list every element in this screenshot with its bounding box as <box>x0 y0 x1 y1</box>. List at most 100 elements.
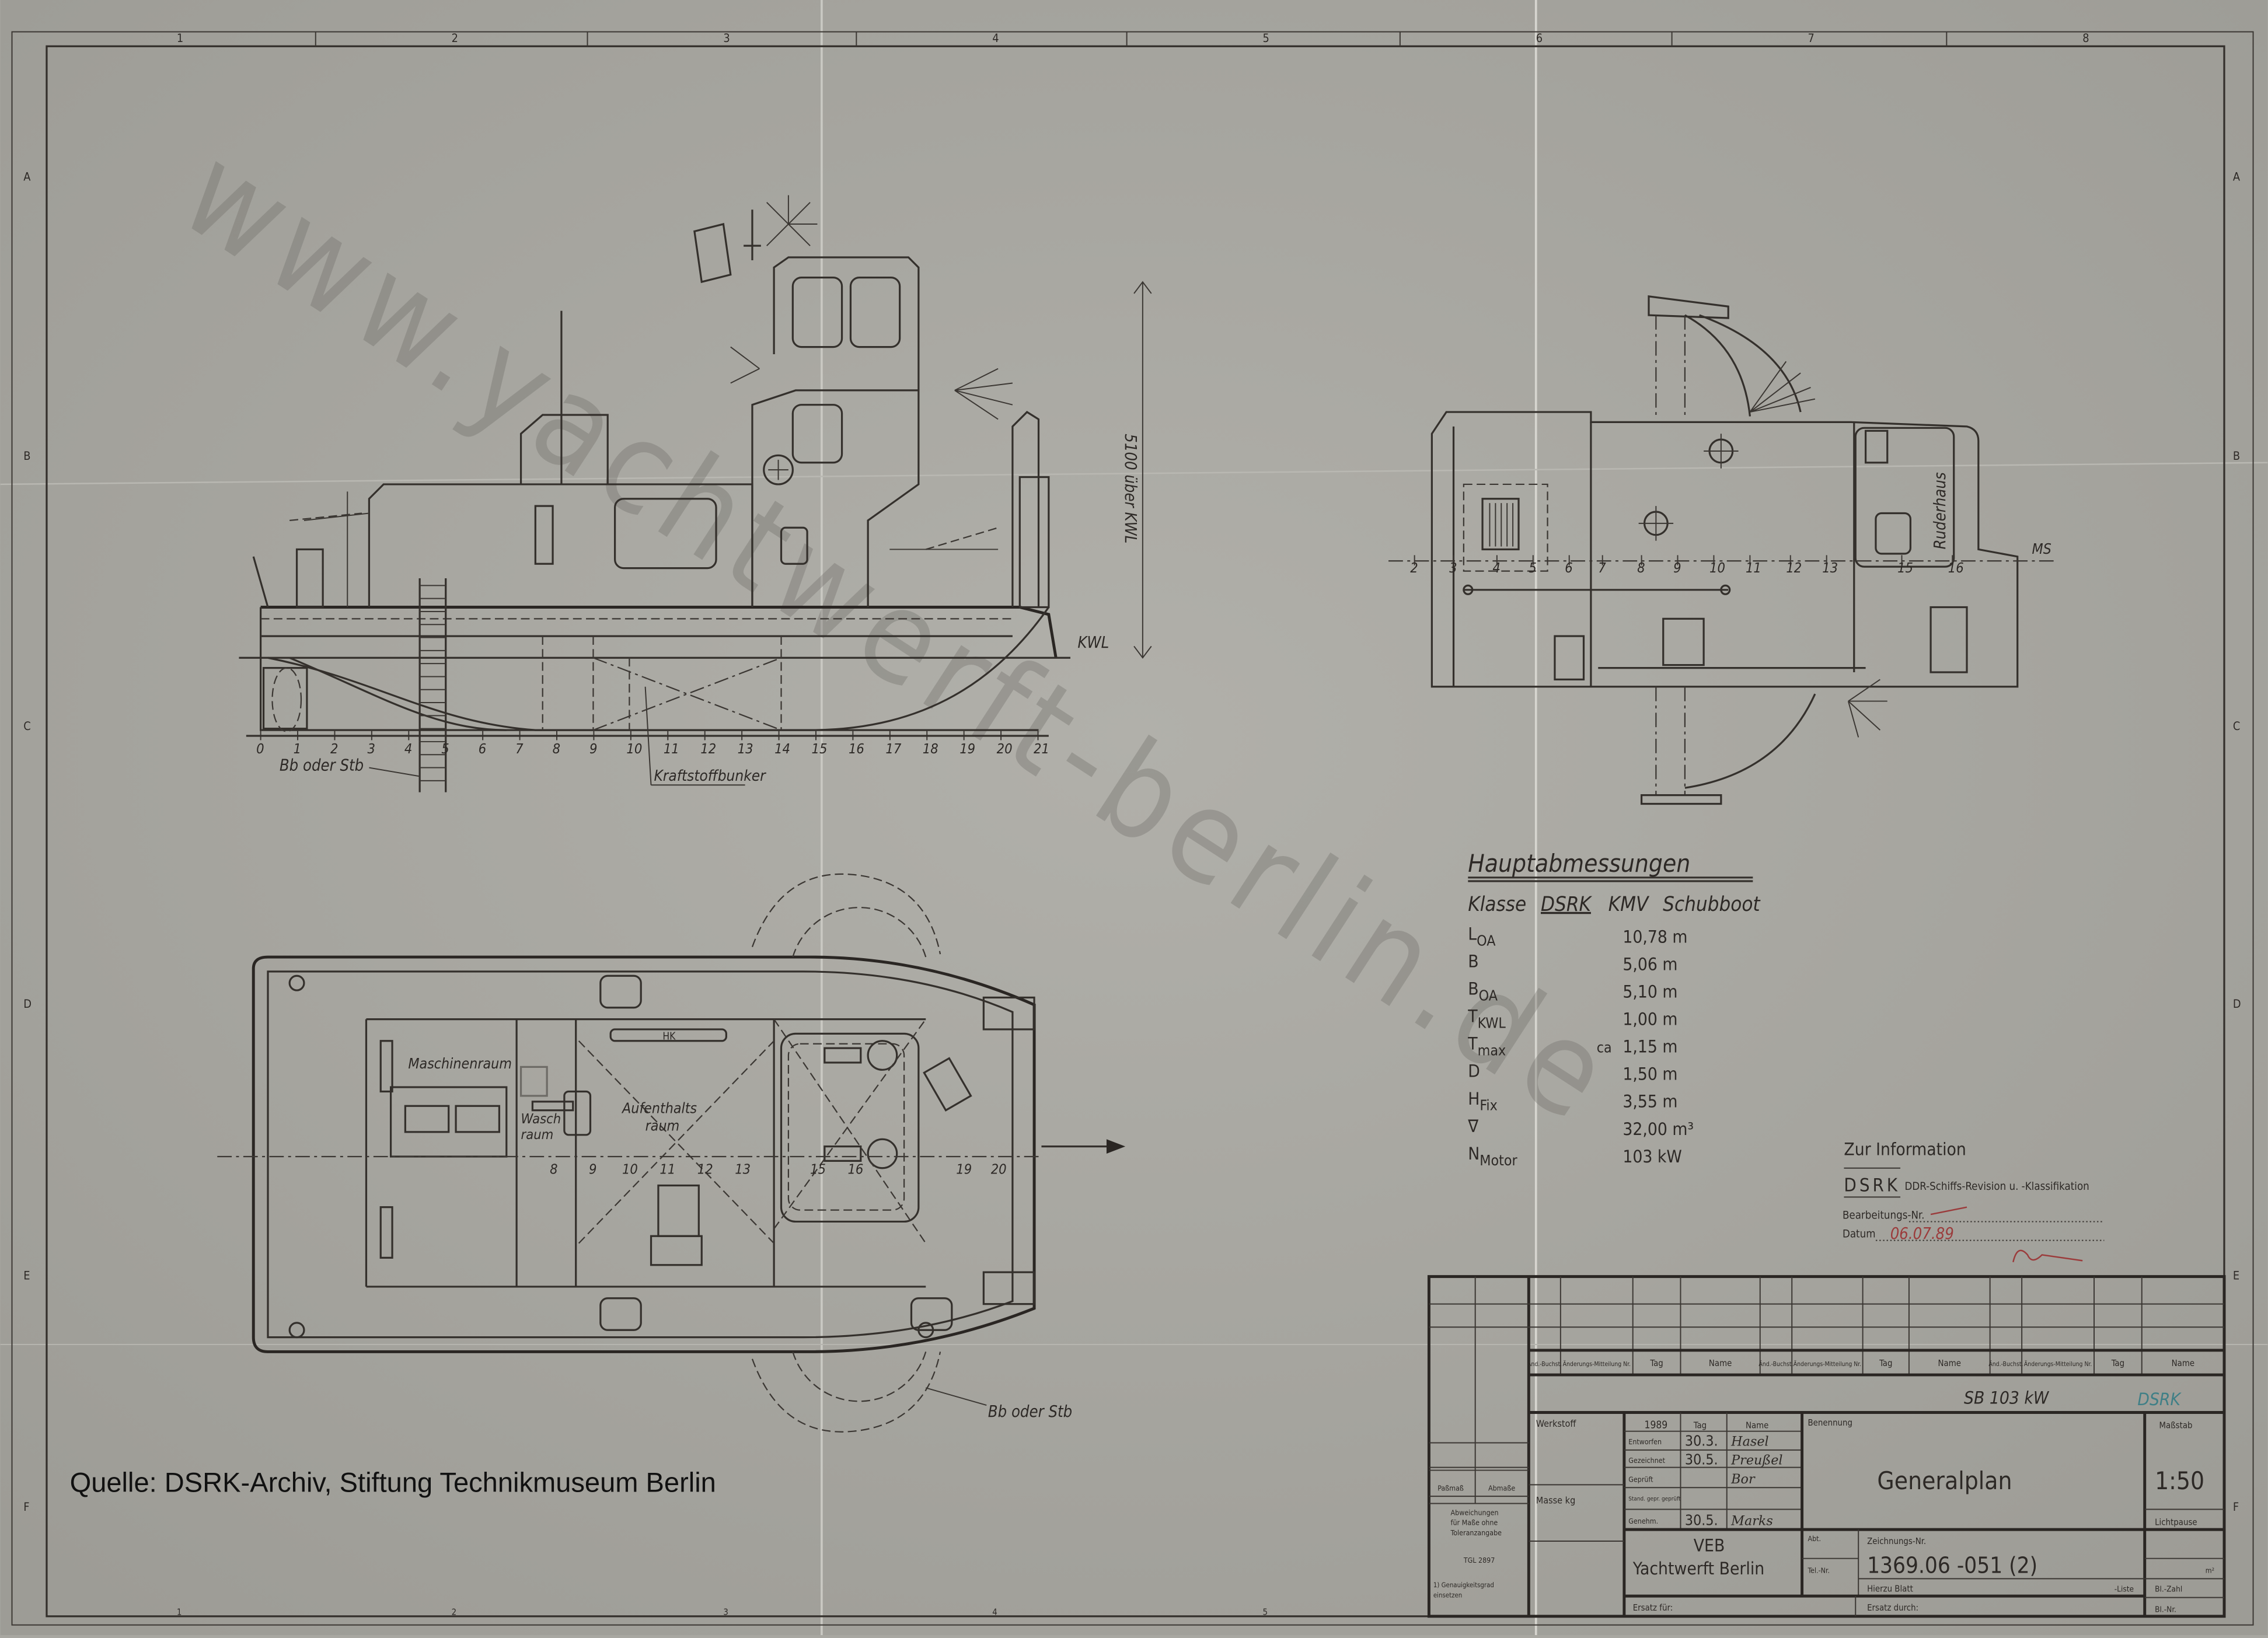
scale-label: Maßstab <box>2159 1420 2193 1431</box>
revision-header: Name <box>1938 1358 1961 1368</box>
revision-header: Änderungs-Mitteilung Nr. <box>1794 1360 1861 1368</box>
approval-step-day: 30.5. <box>1685 1451 1718 1468</box>
day-header: Tag <box>1693 1420 1707 1431</box>
name-header: Name <box>1746 1420 1768 1431</box>
row-marker-right: D <box>2233 997 2241 1011</box>
end-frame-number: 2 <box>1410 560 1418 576</box>
side-frame-number: 12 <box>700 741 716 757</box>
heater-label: HK <box>662 1031 676 1042</box>
side-frame-number: 2 <box>330 741 338 757</box>
plan-frame-number: 13 <box>735 1161 751 1178</box>
standard: TGL 2897 <box>1463 1556 1495 1564</box>
vessel-type: Schubboot <box>1663 893 1761 916</box>
replaces-label: Ersatz für: <box>1633 1602 1673 1613</box>
plan-frame-number: 16 <box>847 1161 863 1178</box>
signal-mast <box>744 209 761 260</box>
end-frame-number: 5 <box>1529 560 1536 576</box>
info-org: DSRK <box>1844 1175 1900 1196</box>
end-frame-number: 16 <box>1948 560 1964 576</box>
dimension-symbol: TKWL <box>1467 1007 1506 1032</box>
column-marker: 6 <box>1536 32 1543 45</box>
material-label: Werkstoff <box>1536 1418 1577 1429</box>
row-marker-left: C <box>23 720 30 733</box>
info-org-full: DDR-Schiffs-Revision u. -Klassifikation <box>1904 1181 2089 1193</box>
deck-outline <box>252 955 1036 1353</box>
main-dimensions-title: Hauptabmessungen <box>1468 849 1690 878</box>
main-dimensions: Hauptabmessungen Klasse DSRK KMV Schubbo… <box>1467 849 1761 1169</box>
side-frame-number: 15 <box>812 741 828 757</box>
replaced-by-label: Ersatz durch: <box>1867 1602 1918 1613</box>
side-frame-number: 18 <box>923 741 938 757</box>
column-marker: 7 <box>1808 32 1814 45</box>
side-frame-number: 4 <box>404 741 412 757</box>
plan-frame-number: 11 <box>660 1161 675 1178</box>
tolerance-1: Abweichungen <box>1451 1508 1499 1517</box>
signature-mark <box>2012 1249 2083 1263</box>
sheet-outer-border <box>11 31 2254 1626</box>
light-rays <box>730 195 1013 420</box>
dimension-row: ∇32,00 m³ <box>1467 1116 1694 1140</box>
revision-header: Änd.-Buchst. <box>1758 1360 1793 1368</box>
revision-header: Tag <box>2111 1358 2124 1368</box>
revision-header: Änderungs-Mitteilung Nr. <box>1563 1360 1631 1368</box>
dsrk-mark: DSRK <box>2137 1389 2182 1410</box>
plan-side-callout: Bb oder Stb <box>988 1403 1072 1421</box>
end-frame-number: 6 <box>1565 560 1572 576</box>
date-value: 06.07.89 <box>1890 1225 1954 1243</box>
approval-step-signature: Marks <box>1730 1514 1773 1529</box>
approval-step-signature: Hasel <box>1730 1434 1768 1449</box>
side-frame-number: 21 <box>1034 741 1049 757</box>
side-frame-number: 17 <box>885 741 901 757</box>
plan-frame-number: 9 <box>589 1161 596 1178</box>
side-frame-number: 8 <box>553 741 560 757</box>
side-frame-number: 11 <box>664 741 679 757</box>
fit-label: Paßmaß <box>1437 1484 1464 1492</box>
year: 1989 <box>1645 1420 1668 1431</box>
dept-label: Abt. <box>1808 1535 1821 1543</box>
bottom-column-marker: 2 <box>452 1606 457 1617</box>
towing-winch-area <box>780 1032 920 1223</box>
approval-step-signature: Preußel <box>1730 1453 1782 1468</box>
info-title: Zur Information <box>1844 1139 1966 1159</box>
approval-step-label: Gezeichnet <box>1628 1457 1665 1465</box>
blueprint-label: Lichtpause <box>2155 1517 2197 1528</box>
boarding-ladder <box>418 578 447 792</box>
side-frame-number: 5 <box>441 741 449 757</box>
dimension-value: 1,50 m <box>1623 1064 1677 1085</box>
column-marker: 8 <box>2082 32 2089 45</box>
dimension-symbol: NMotor <box>1468 1144 1517 1169</box>
sheet-count-label: Bl.-Zahl <box>2155 1585 2182 1594</box>
approval-step-label: Stand. gepr. geprüft <box>1628 1496 1681 1503</box>
source-caption: Quelle: DSRK-Archiv, Stiftung Technikmus… <box>70 1467 716 1498</box>
row-marker-right: E <box>2233 1269 2239 1283</box>
plan-frame-number: 15 <box>810 1161 826 1178</box>
side-frame-number: 14 <box>774 741 790 757</box>
revision-header: Tag <box>1879 1358 1892 1368</box>
approval-step-label: Geprüft <box>1628 1475 1653 1483</box>
rudder-swing-arcs <box>792 907 927 1402</box>
project-name: SB 103 kW <box>1964 1388 2050 1409</box>
engine <box>389 1086 508 1158</box>
side-frame-number: 19 <box>959 741 975 757</box>
wash-room-label-2: raum <box>521 1126 554 1143</box>
ms-label: MS <box>2032 540 2051 557</box>
dimension-symbol: D <box>1468 1061 1480 1082</box>
side-frame-number: 3 <box>367 741 375 757</box>
row-marker-right: B <box>2233 449 2240 463</box>
dsrk-info-stamp: Zur Information DSRK DDR-Schiffs-Revisio… <box>1843 1139 2105 1263</box>
revision-header: Name <box>1709 1358 1732 1368</box>
row-marker-right: A <box>2233 170 2241 184</box>
row-marker-left: B <box>23 449 30 463</box>
scale: 1:50 <box>2155 1466 2204 1495</box>
revision-header: Tag <box>1649 1358 1663 1368</box>
